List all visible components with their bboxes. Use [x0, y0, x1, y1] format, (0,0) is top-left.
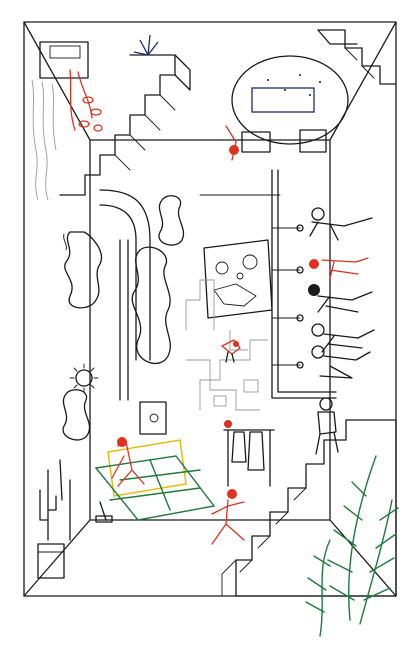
climbing-person — [315, 397, 339, 455]
green-plant — [305, 455, 399, 637]
staircase-top-left — [59, 54, 191, 196]
staircase-top-right — [317, 29, 397, 85]
clothes-rack — [223, 420, 275, 487]
poster-board — [203, 239, 273, 319]
wall-cabinet — [39, 41, 89, 79]
hanging-plant — [133, 34, 159, 56]
sofa-with-red-person — [94, 401, 216, 523]
people-on-rail — [308, 207, 375, 379]
grey-map-floor — [185, 279, 268, 411]
staircase-bottom — [221, 419, 397, 597]
wall-cabinet — [31, 79, 57, 201]
running-red-person — [211, 489, 245, 545]
round-window — [225, 55, 349, 161]
curved-duct — [99, 189, 151, 401]
sun-lamp — [69, 363, 99, 393]
room-frame — [23, 21, 397, 597]
hanging-plant — [69, 69, 103, 132]
rail-pipe — [271, 169, 337, 399]
cactus-pot — [37, 459, 71, 579]
red-bird — [221, 339, 241, 363]
cloud-pillows — [62, 195, 185, 441]
